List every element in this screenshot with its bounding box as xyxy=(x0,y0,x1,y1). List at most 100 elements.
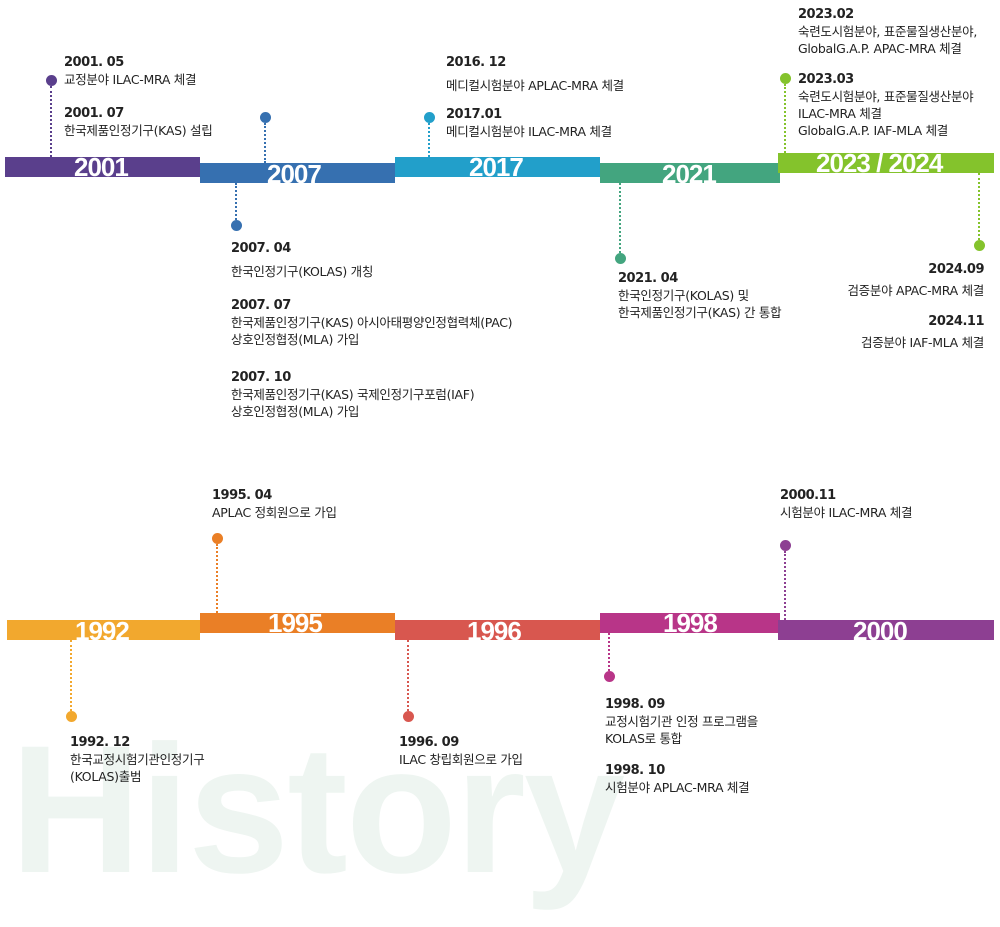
marker-stem-2023 xyxy=(784,84,786,153)
event-text: 메디컬시험분야 APLAC-MRA 체결 xyxy=(446,78,624,93)
marker-stem-2007-bottom xyxy=(235,183,237,220)
event-date: 2007. 04 xyxy=(231,241,291,256)
marker-stem-2001 xyxy=(50,86,52,157)
year-label-2023-2024: 2023 / 2024 xyxy=(816,148,943,178)
event-text-line1: 한국교정시험기관인정기구 xyxy=(70,752,205,767)
event-text: 교정분야 ILAC-MRA 체결 xyxy=(64,72,197,87)
timeline-segment-1998 xyxy=(600,613,780,633)
event-date: 2023.03 xyxy=(798,72,854,87)
timeline-segment-1995 xyxy=(200,613,395,633)
event-date: 1995. 04 xyxy=(212,488,272,503)
event-text: ILAC 창립회원으로 가입 xyxy=(399,752,523,767)
event-text-line1: 숙련도시험분야, 표준물질생산분야 xyxy=(798,89,974,104)
timeline-segment-2021 xyxy=(600,163,780,183)
marker-stem-1992 xyxy=(70,640,72,711)
event-2017-01: 2017.01 메디컬시험분야 ILAC-MRA 체결 xyxy=(446,106,612,140)
event-2023-02: 2023.02 숙련도시험분야, 표준물질생산분야, GlobalG.A.P. … xyxy=(798,6,977,57)
event-2007-04: 2007. 04 한국인정기구(KOLAS) 개칭 xyxy=(231,240,373,280)
event-2007-10: 2007. 10 한국제품인정기구(KAS) 국제인정기구포럼(IAF) 상호인… xyxy=(231,369,475,420)
marker-dot-2000 xyxy=(780,540,791,551)
marker-stem-1998 xyxy=(608,633,610,671)
event-text-line2: ILAC-MRA 체결 xyxy=(798,106,882,121)
event-text-line2: GlobalG.A.P. APAC-MRA 체결 xyxy=(798,41,962,56)
event-text-line2: 한국제품인정기구(KAS) 간 통합 xyxy=(618,305,782,320)
marker-stem-1995 xyxy=(216,544,218,613)
marker-dot-2023 xyxy=(780,73,791,84)
marker-dot-2024 xyxy=(974,240,985,251)
event-1998-09: 1998. 09 교정시험기관 인정 프로그램을 KOLAS로 통합 xyxy=(605,696,758,747)
event-text: 한국인정기구(KOLAS) 개칭 xyxy=(231,264,374,279)
year-label-1996: 1996 xyxy=(467,616,522,646)
event-1996-09: 1996. 09 ILAC 창립회원으로 가입 xyxy=(399,734,523,768)
event-text-line1: 교정시험기관 인정 프로그램을 xyxy=(605,714,758,729)
event-2000-11: 2000.11 시험분야 ILAC-MRA 체결 xyxy=(780,487,912,521)
event-text-line1: 숙련도시험분야, 표준물질생산분야, xyxy=(798,24,978,39)
event-date: 2000.11 xyxy=(780,488,836,503)
event-date: 2024.09 xyxy=(928,262,984,277)
event-2024-11: 2024.11 검증분야 IAF-MLA 체결 xyxy=(861,313,984,351)
event-1992-12: 1992. 12 한국교정시험기관인정기구 (KOLAS)출범 xyxy=(70,734,205,785)
event-text: 한국제품인정기구(KAS) 설립 xyxy=(64,123,213,138)
marker-dot-1995 xyxy=(212,533,223,544)
event-date: 2016. 12 xyxy=(446,55,506,70)
event-2001-07: 2001. 07 한국제품인정기구(KAS) 설립 xyxy=(64,105,213,139)
year-label-2001: 2001 xyxy=(74,152,129,182)
timeline-segment-2001 xyxy=(5,157,200,177)
marker-stem-2000 xyxy=(784,551,786,620)
event-text-line3: GlobalG.A.P. IAF-MLA 체결 xyxy=(798,123,948,138)
event-text: 메디컬시험분야 ILAC-MRA 체결 xyxy=(446,124,612,139)
event-2023-03: 2023.03 숙련도시험분야, 표준물질생산분야 ILAC-MRA 체결 Gl… xyxy=(798,71,974,139)
event-2021-04: 2021. 04 한국인정기구(KOLAS) 및 한국제품인정기구(KAS) 간… xyxy=(618,270,782,321)
event-date: 2024.11 xyxy=(928,314,984,329)
marker-dot-1992 xyxy=(66,711,77,722)
year-label-1992: 1992 xyxy=(75,616,130,646)
marker-dot-2007-top xyxy=(260,112,271,123)
year-label-2000: 2000 xyxy=(853,616,908,646)
event-text: 검증분야 IAF-MLA 체결 xyxy=(861,335,984,350)
event-2024-09: 2024.09 검증분야 APAC-MRA 체결 xyxy=(847,261,984,299)
event-text-line1: 한국제품인정기구(KAS) 아시아태평양인정협력체(PAC) xyxy=(231,315,513,330)
event-2016-12: 2016. 12 메디컬시험분야 APLAC-MRA 체결 xyxy=(446,54,624,94)
marker-dot-2007-bottom xyxy=(231,220,242,231)
marker-dot-1998 xyxy=(604,671,615,682)
event-text-line2: KOLAS로 통합 xyxy=(605,731,682,746)
event-date: 2007. 07 xyxy=(231,298,291,313)
timeline-segment-1996 xyxy=(395,620,600,640)
year-label-2021: 2021 xyxy=(662,159,717,189)
event-2007-07: 2007. 07 한국제품인정기구(KAS) 아시아태평양인정협력체(PAC) … xyxy=(231,297,513,348)
history-watermark: History xyxy=(10,707,625,911)
marker-stem-2017 xyxy=(428,123,430,157)
marker-stem-1996 xyxy=(407,640,409,711)
timeline-segment-2017 xyxy=(395,157,600,177)
event-date: 2021. 04 xyxy=(618,271,678,286)
event-date: 1996. 09 xyxy=(399,735,459,750)
marker-stem-2024 xyxy=(978,173,980,240)
marker-stem-2021 xyxy=(619,183,621,253)
event-text-line2: (KOLAS)출범 xyxy=(70,769,142,784)
year-label-2007: 2007 xyxy=(267,159,322,189)
marker-dot-2017 xyxy=(424,112,435,123)
event-date: 1992. 12 xyxy=(70,735,130,750)
timeline-segment-2023-2024 xyxy=(778,153,994,173)
event-text: 시험분야 ILAC-MRA 체결 xyxy=(780,505,913,520)
year-label-1995: 1995 xyxy=(268,608,323,638)
year-label-2017: 2017 xyxy=(469,152,524,182)
event-date: 1998. 10 xyxy=(605,763,665,778)
marker-dot-2021 xyxy=(615,253,626,264)
event-date: 1998. 09 xyxy=(605,697,665,712)
event-text-line1: 한국제품인정기구(KAS) 국제인정기구포럼(IAF) xyxy=(231,387,475,402)
event-date: 2001. 05 xyxy=(64,55,124,70)
event-date: 2017.01 xyxy=(446,107,502,122)
event-date: 2001. 07 xyxy=(64,106,124,121)
timeline-segment-2000 xyxy=(778,620,994,640)
event-2001-05: 2001. 05 교정분야 ILAC-MRA 체결 xyxy=(64,54,196,88)
event-text-line2: 상호인정협정(MLA) 가입 xyxy=(231,332,360,347)
marker-stem-2007-top xyxy=(264,123,266,163)
event-date: 2007. 10 xyxy=(231,370,291,385)
timeline-segment-2007 xyxy=(200,163,395,183)
event-1998-10: 1998. 10 시험분야 APLAC-MRA 체결 xyxy=(605,762,750,796)
event-date: 2023.02 xyxy=(798,7,854,22)
event-text-line1: 한국인정기구(KOLAS) 및 xyxy=(618,288,749,303)
event-1995-04: 1995. 04 APLAC 정회원으로 가입 xyxy=(212,487,337,521)
event-text: APLAC 정회원으로 가입 xyxy=(212,505,337,520)
